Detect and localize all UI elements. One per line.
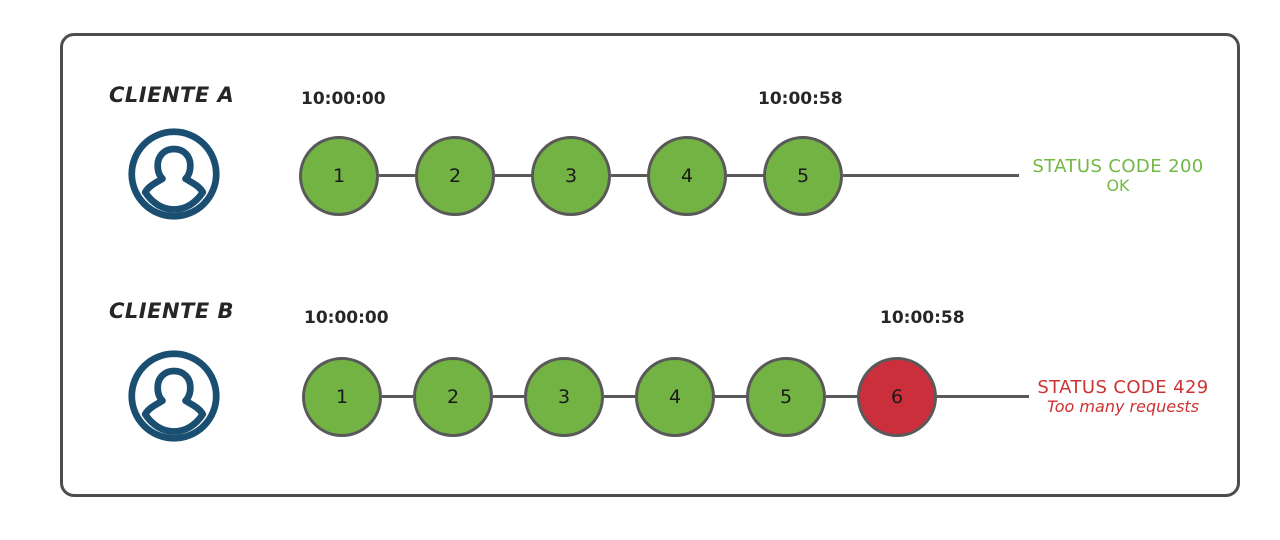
status-badge-b: STATUS CODE 429 Too many requests [1023, 377, 1223, 417]
request-node[interactable]: 2 [415, 136, 495, 216]
request-node[interactable]: 5 [763, 136, 843, 216]
request-node-label: 5 [779, 386, 793, 408]
connector-b-3-4 [604, 395, 636, 398]
request-node-label: 2 [448, 165, 462, 187]
request-node[interactable]: 1 [299, 136, 379, 216]
start-timestamp-a: 10:00:00 [301, 89, 386, 109]
user-avatar-icon [126, 126, 222, 226]
diagram-panel: CLIENTE A 10:00:00 10:00:58 1 2 [60, 33, 1240, 497]
connector-a-3-4 [611, 174, 651, 177]
start-timestamp-b: 10:00:00 [304, 308, 389, 328]
request-node[interactable]: 4 [647, 136, 727, 216]
connector-a-tail [843, 174, 1019, 177]
request-node-label: 1 [332, 165, 346, 187]
connector-a-2-3 [495, 174, 535, 177]
connector-a-1-2 [379, 174, 419, 177]
user-avatar-icon [126, 348, 222, 448]
request-node-label: 5 [796, 165, 810, 187]
request-node-label: 4 [668, 386, 682, 408]
request-node-label: 2 [446, 386, 460, 408]
client-label-a: CLIENTE A [109, 83, 235, 107]
connector-b-5-6 [826, 395, 858, 398]
status-text-b: Too many requests [1046, 397, 1200, 417]
request-node-label: 6 [890, 386, 904, 408]
request-node[interactable]: 5 [746, 357, 826, 437]
connector-b-2-3 [493, 395, 525, 398]
end-timestamp-a: 10:00:58 [758, 89, 843, 109]
request-node-label: 1 [335, 386, 349, 408]
request-node[interactable]: 1 [302, 357, 382, 437]
connector-a-4-5 [727, 174, 767, 177]
client-label-b: CLIENTE B [109, 299, 235, 323]
status-code-a: STATUS CODE 200 [1032, 156, 1204, 177]
status-text-a: OK [1106, 176, 1130, 196]
connector-b-1-2 [382, 395, 414, 398]
end-timestamp-b: 10:00:58 [880, 308, 965, 328]
connector-b-4-5 [715, 395, 747, 398]
status-badge-a: STATUS CODE 200 OK [1023, 156, 1213, 196]
status-code-b: STATUS CODE 429 [1037, 377, 1209, 398]
request-node[interactable]: 3 [524, 357, 604, 437]
request-node-label: 3 [557, 386, 571, 408]
request-node[interactable]: 2 [413, 357, 493, 437]
request-node-label: 4 [680, 165, 694, 187]
connector-b-tail [937, 395, 1029, 398]
request-node-label: 3 [564, 165, 578, 187]
request-node[interactable]: 4 [635, 357, 715, 437]
request-node-rejected[interactable]: 6 [857, 357, 937, 437]
request-node[interactable]: 3 [531, 136, 611, 216]
